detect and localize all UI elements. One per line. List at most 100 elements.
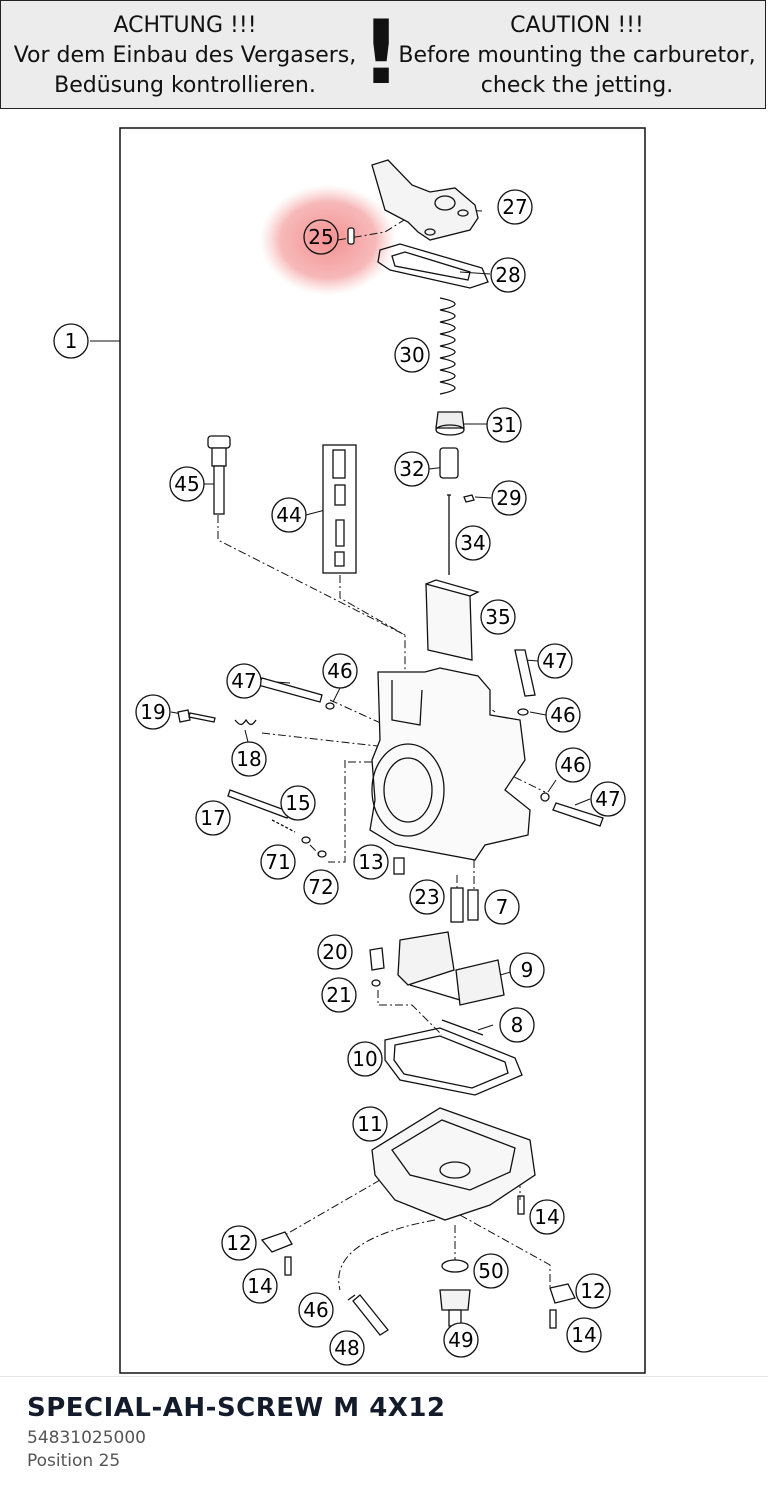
svg-text:23: 23	[414, 885, 439, 909]
warning-english-title: CAUTION !!!	[510, 13, 644, 38]
warning-german-line2: Bedüsung kontrollieren.	[54, 73, 316, 98]
callout-47[interactable]: 47	[226, 663, 262, 699]
callout-35[interactable]: 35	[480, 599, 516, 635]
svg-text:28: 28	[495, 263, 520, 287]
part-number: 54831025000	[27, 1428, 146, 1448]
svg-text:12: 12	[580, 1279, 605, 1303]
svg-text:44: 44	[276, 503, 301, 527]
svg-text:72: 72	[308, 875, 333, 899]
callout-47[interactable]: 47	[590, 781, 626, 817]
callout-47[interactable]: 47	[537, 643, 573, 679]
svg-text:12: 12	[226, 1231, 251, 1255]
callout-30[interactable]: 30	[394, 337, 430, 373]
warning-german-line1: Vor dem Einbau des Vergasers,	[13, 43, 357, 68]
part-name: SPECIAL-AH-SCREW M 4X12	[27, 1393, 446, 1423]
callout-17[interactable]: 17	[195, 800, 231, 836]
callout-23[interactable]: 23	[409, 879, 445, 915]
exclamation-icon: !	[361, 1, 402, 104]
svg-text:50: 50	[478, 1259, 503, 1283]
callout-50[interactable]: 50	[473, 1253, 509, 1289]
callout-10[interactable]: 10	[347, 1041, 383, 1077]
warning-english-line1: Before mounting the carburetor,	[398, 43, 756, 68]
callout-31[interactable]: 31	[486, 407, 522, 443]
svg-text:45: 45	[174, 472, 199, 496]
callout-18[interactable]: 18	[231, 741, 267, 777]
svg-text:27: 27	[502, 195, 527, 219]
svg-text:19: 19	[140, 700, 165, 724]
callout-8[interactable]: 8	[499, 1007, 535, 1043]
svg-text:35: 35	[485, 605, 510, 629]
warning-english: CAUTION !!! Before mounting the carburet…	[395, 11, 759, 101]
svg-text:18: 18	[236, 747, 261, 771]
callout-44[interactable]: 44	[271, 497, 307, 533]
warning-english-line2: check the jetting.	[480, 73, 674, 98]
part-position: Position 25	[27, 1451, 121, 1471]
callout-72[interactable]: 72	[303, 869, 339, 905]
svg-text:14: 14	[571, 1323, 596, 1347]
callout-19[interactable]: 19	[135, 694, 171, 730]
svg-text:47: 47	[595, 787, 620, 811]
callout-14[interactable]: 14	[566, 1317, 602, 1353]
callout-45[interactable]: 45	[169, 466, 205, 502]
callout-21[interactable]: 21	[321, 977, 357, 1013]
callout-circles: 1 25 27 28 30 31 32 29 34 45 44 35 47 46…	[53, 189, 626, 1366]
svg-text:17: 17	[200, 806, 225, 830]
svg-text:14: 14	[534, 1205, 559, 1229]
callout-28[interactable]: 28	[490, 257, 526, 293]
svg-text:20: 20	[322, 940, 347, 964]
svg-text:47: 47	[231, 669, 256, 693]
callout-12[interactable]: 12	[221, 1225, 257, 1261]
callout-12[interactable]: 12	[575, 1273, 611, 1309]
svg-text:30: 30	[399, 343, 424, 367]
svg-text:7: 7	[496, 895, 509, 919]
svg-text:71: 71	[265, 850, 290, 874]
svg-text:48: 48	[334, 1336, 359, 1360]
callout-46[interactable]: 46	[298, 1292, 334, 1328]
svg-text:46: 46	[303, 1298, 328, 1322]
svg-text:49: 49	[448, 1328, 473, 1352]
callout-25[interactable]: 25	[303, 219, 339, 255]
highlight-marker	[260, 185, 396, 295]
diagram-frame	[119, 127, 646, 1374]
svg-text:25: 25	[308, 225, 333, 249]
svg-text:21: 21	[326, 983, 351, 1007]
svg-text:9: 9	[521, 958, 534, 982]
svg-text:46: 46	[550, 703, 575, 727]
callout-1[interactable]: 1	[53, 323, 89, 359]
svg-text:46: 46	[560, 753, 585, 777]
parts-drawing	[177, 159, 604, 1336]
callout-49[interactable]: 49	[443, 1322, 479, 1358]
callout-34[interactable]: 34	[455, 525, 491, 561]
part-info-panel: SPECIAL-AH-SCREW M 4X12 54831025000 Posi…	[0, 1376, 768, 1492]
callout-46[interactable]: 46	[555, 747, 591, 783]
svg-text:15: 15	[285, 791, 310, 815]
callout-29[interactable]: 29	[491, 480, 527, 516]
callout-71[interactable]: 71	[260, 844, 296, 880]
callout-15[interactable]: 15	[280, 785, 316, 821]
warning-german: ACHTUNG !!! Vor dem Einbau des Vergasers…	[9, 11, 361, 101]
callout-27[interactable]: 27	[497, 189, 533, 225]
callout-11[interactable]: 11	[352, 1106, 388, 1142]
svg-text:11: 11	[357, 1112, 382, 1136]
exploded-diagram: 1 25 27 28 30 31 32 29 34 45 44 35 47 46…	[0, 120, 768, 1380]
callout-9[interactable]: 9	[509, 952, 545, 988]
warning-german-title: ACHTUNG !!!	[113, 13, 257, 38]
svg-text:8: 8	[511, 1013, 524, 1037]
callout-14[interactable]: 14	[529, 1199, 565, 1235]
carburetor-diagram-svg: 1 25 27 28 30 31 32 29 34 45 44 35 47 46…	[53, 127, 646, 1374]
svg-text:46: 46	[327, 659, 352, 683]
svg-text:31: 31	[491, 413, 516, 437]
svg-text:47: 47	[542, 649, 567, 673]
callout-46[interactable]: 46	[322, 653, 358, 689]
callout-7[interactable]: 7	[484, 889, 520, 925]
callout-48[interactable]: 48	[329, 1330, 365, 1366]
svg-text:34: 34	[460, 531, 485, 555]
callout-46[interactable]: 46	[545, 697, 581, 733]
callout-20[interactable]: 20	[317, 934, 353, 970]
svg-text:29: 29	[496, 486, 521, 510]
svg-text:13: 13	[358, 850, 383, 874]
callout-13[interactable]: 13	[353, 844, 389, 880]
svg-text:1: 1	[65, 329, 78, 353]
callout-14[interactable]: 14	[242, 1268, 278, 1304]
callout-32[interactable]: 32	[394, 451, 430, 487]
